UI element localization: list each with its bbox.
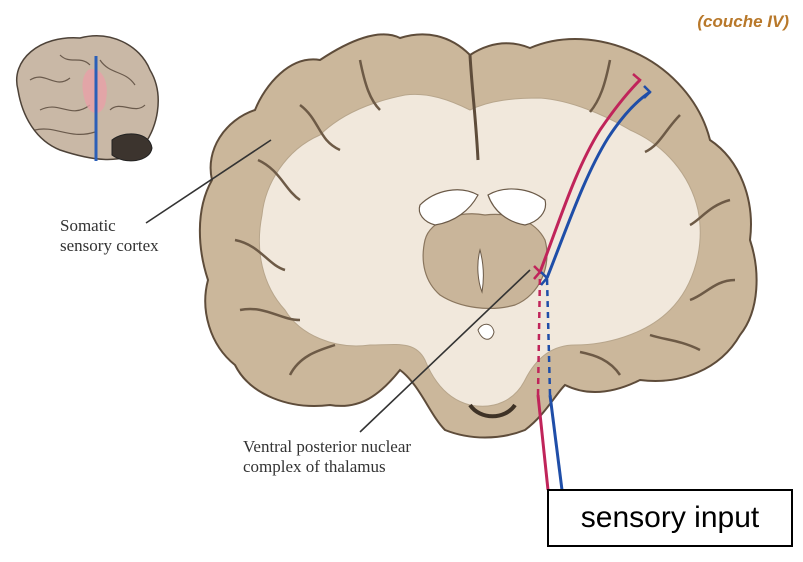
brain-thumbnail [17,36,158,161]
sensory-input-box: sensory input [547,489,793,547]
cortical-layer-label: (couche IV) [697,12,789,32]
blue-input-fiber [550,395,562,490]
thalamus-label: Ventral posterior nuclear complex of tha… [243,437,411,477]
thalamus-label-line1: Ventral posterior nuclear [243,437,411,457]
somatic-cortex-label-line2: sensory cortex [60,236,159,256]
coronal-section [200,34,757,437]
somatic-cortex-label: Somatic sensory cortex [60,216,159,256]
thalamus-label-line2: complex of thalamus [243,457,411,477]
somatic-cortex-label-line1: Somatic [60,216,159,236]
